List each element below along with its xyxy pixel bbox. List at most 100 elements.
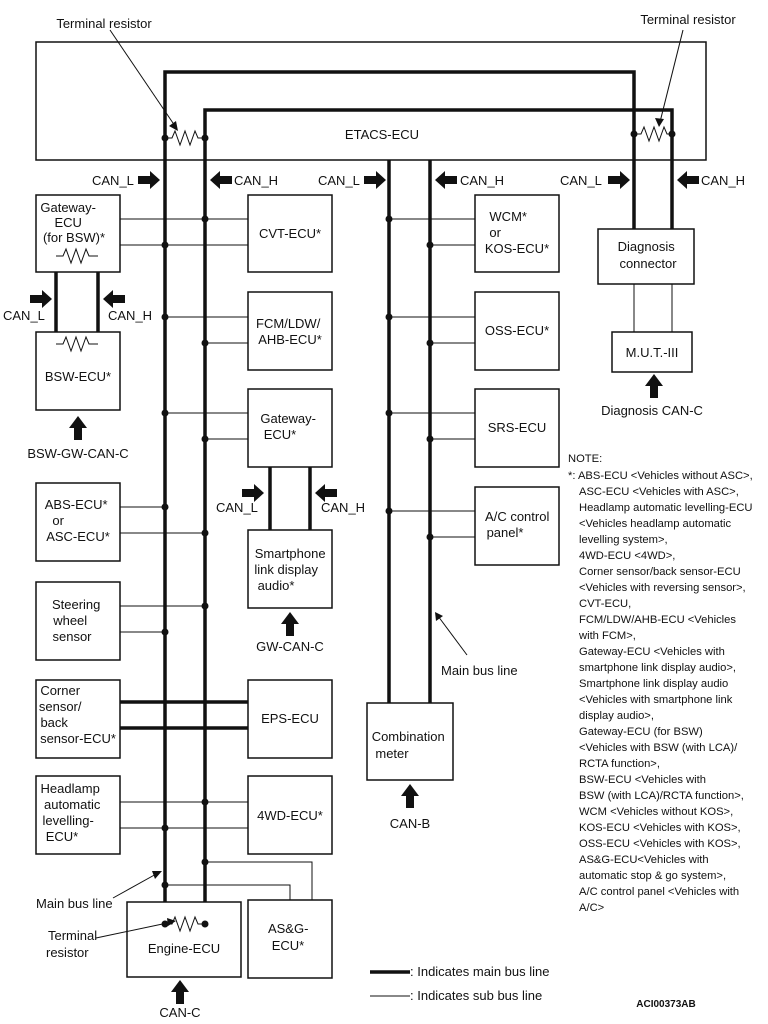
- gateway-ecu-box: [247, 388, 333, 468]
- can-l-label-gateway: CAN_L: [216, 500, 258, 515]
- arrow-left-can-h-mid: [435, 171, 457, 189]
- fcm-ecu-box: [247, 291, 333, 371]
- gw-can-c-label: GW-CAN-C: [256, 639, 324, 654]
- figure-code: ACI00373AB: [636, 999, 695, 1010]
- note-line: ASC-ECU <Vehicles with ASC>,: [579, 486, 739, 498]
- ac-panel-box: [474, 486, 560, 566]
- signal-arrows: [30, 171, 699, 1004]
- combination-meter-label: Combination meter: [372, 729, 449, 761]
- srs-ecu-label: SRS-ECU: [488, 420, 547, 435]
- etacs-ecu-box: [35, 41, 707, 161]
- note-line: <Vehicles with reversing sensor>,: [579, 582, 746, 594]
- ac-panel-label: A/C control panel*: [485, 509, 553, 540]
- srs-ecu-box: [474, 388, 560, 468]
- arrow-right-can-l-right: [608, 171, 630, 189]
- arrow-up-can-c: [171, 980, 189, 1004]
- oss-ecu-label: OSS-ECU*: [485, 323, 549, 338]
- can-l-label-bsw: CAN_L: [3, 308, 45, 323]
- note-line: CVT-ECU,: [579, 598, 631, 610]
- smartphone-audio-box: [247, 529, 333, 609]
- headlamp-ecu-label: Headlamp automatic levelling- ECU*: [41, 781, 104, 844]
- can-l-label-3: CAN_L: [560, 173, 602, 188]
- can-l-label-1: CAN_L: [92, 173, 134, 188]
- arrow-left-can-h-gateway: [315, 484, 337, 502]
- note-line: KOS-ECU <Vehicles with KOS>,: [579, 822, 741, 834]
- diagnosis-connector-box: [597, 228, 695, 285]
- note-line: with FCM>,: [578, 630, 636, 642]
- note-line: FCM/LDW/AHB-ECU <Vehicles: [579, 614, 736, 626]
- bsw-gw-can-c-label: BSW-GW-CAN-C: [27, 446, 128, 461]
- note-line: automatic stop & go system>,: [579, 870, 726, 882]
- note-title: NOTE:: [568, 453, 602, 465]
- note-line: levelling system>,: [579, 534, 668, 546]
- smartphone-audio-label: Smartphone link display audio*: [254, 546, 329, 593]
- terminal-resistor-left-label: Terminal resistor: [56, 16, 152, 31]
- terminal-resistor-bottom-label: Terminal resistor: [46, 928, 101, 960]
- note-line: display audio>,: [579, 710, 654, 722]
- can-b-label: CAN-B: [390, 816, 430, 831]
- note-line: smartphone link display audio>,: [579, 662, 736, 674]
- eps-ecu-box: [247, 679, 333, 759]
- can-h-label-2: CAN_H: [460, 173, 504, 188]
- steering-sensor-box: [35, 581, 121, 661]
- note-line: A/C control panel <Vehicles with: [579, 886, 739, 898]
- note-line: RCTA function>,: [579, 758, 660, 770]
- note-line: Smartphone link display audio: [579, 678, 728, 690]
- note-line: AS&G-ECU<Vehicles with: [579, 854, 709, 866]
- arrow-up-gw-can-c: [281, 612, 299, 636]
- arrow-right-can-l-bsw: [30, 290, 52, 308]
- corner-sensor-label: Corner sensor/ back sensor-ECU*: [39, 683, 116, 746]
- note-line: WCM <Vehicles without KOS>,: [579, 806, 733, 818]
- abs-ecu-box: [35, 482, 121, 562]
- note-line: Gateway-ECU (for BSW): [579, 726, 703, 738]
- bsw-ecu-label: BSW-ECU*: [45, 369, 111, 384]
- arrow-right-can-l-gateway: [242, 484, 264, 502]
- corner-sensor-box: [35, 679, 121, 759]
- mut-label: M.U.T.-III: [626, 345, 679, 360]
- diagnosis-can-c-label: Diagnosis CAN-C: [601, 403, 703, 418]
- headlamp-ecu-box: [35, 775, 121, 855]
- note-line: BSW (with LCA)/RCTA function>,: [579, 790, 744, 802]
- fourwd-ecu-label: 4WD-ECU*: [257, 808, 323, 823]
- diagnosis-connector-label: Diagnosis connector: [618, 239, 679, 271]
- main-bus-lines: [54, 70, 674, 902]
- cvt-ecu-label: CVT-ECU*: [259, 226, 321, 241]
- abs-ecu-label: ABS-ECU* or ASC-ECU*: [45, 497, 111, 544]
- can-c-label: CAN-C: [159, 1005, 200, 1020]
- combination-meter-box: [366, 702, 454, 781]
- note-line: <Vehicles headlamp automatic: [579, 518, 731, 530]
- arrow-up-can-b: [401, 784, 419, 808]
- gateway-bsw-box: [35, 194, 121, 273]
- can-h-label-gateway: CAN_H: [321, 500, 365, 515]
- component-boxes: [35, 194, 695, 979]
- steering-sensor-label: Steering wheel sensor: [52, 597, 104, 644]
- wcm-box: [474, 194, 560, 273]
- junction-dots: [161, 130, 676, 928]
- leader-lines: [95, 29, 684, 939]
- gateway-bsw-label: Gateway- ECU (for BSW)*: [40, 200, 105, 245]
- arrow-up-bsw-gw-can-c: [69, 416, 87, 440]
- note-line: <Vehicles with smartphone link: [579, 694, 733, 706]
- cvt-ecu-box: [247, 194, 333, 273]
- terminal-resistor-right-label: Terminal resistor: [640, 12, 736, 27]
- terminal-resistors: [56, 125, 672, 933]
- main-bus-line-label-right: Main bus line: [441, 663, 518, 678]
- note-line: OSS-ECU <Vehicles with KOS>,: [579, 838, 741, 850]
- legend-main-label: : Indicates main bus line: [410, 964, 549, 979]
- note-block: NOTE: *: ABS-ECU <Vehicles without ASC>,…: [568, 453, 753, 914]
- note-line: BSW-ECU <Vehicles with: [579, 774, 706, 786]
- engine-ecu-box: [126, 901, 242, 978]
- note-line: Corner sensor/back sensor-ECU: [579, 566, 741, 578]
- note-line: <Vehicles with BSW (with LCA)/: [579, 742, 738, 754]
- arrow-right-can-l-mid: [364, 171, 386, 189]
- gateway-ecu-label: Gateway- ECU*: [260, 411, 319, 442]
- arrow-up-diagnosis-can-c: [645, 374, 663, 398]
- note-line: 4WD-ECU <4WD>,: [579, 550, 675, 562]
- oss-ecu-box: [474, 291, 560, 371]
- mut-box: [611, 331, 693, 373]
- can-h-label-3: CAN_H: [701, 173, 745, 188]
- legend-sub-label: : Indicates sub bus line: [410, 988, 542, 1003]
- bsw-ecu-box: [35, 331, 121, 411]
- arrow-left-can-h-left: [210, 171, 232, 189]
- eps-ecu-label: EPS-ECU: [261, 711, 319, 726]
